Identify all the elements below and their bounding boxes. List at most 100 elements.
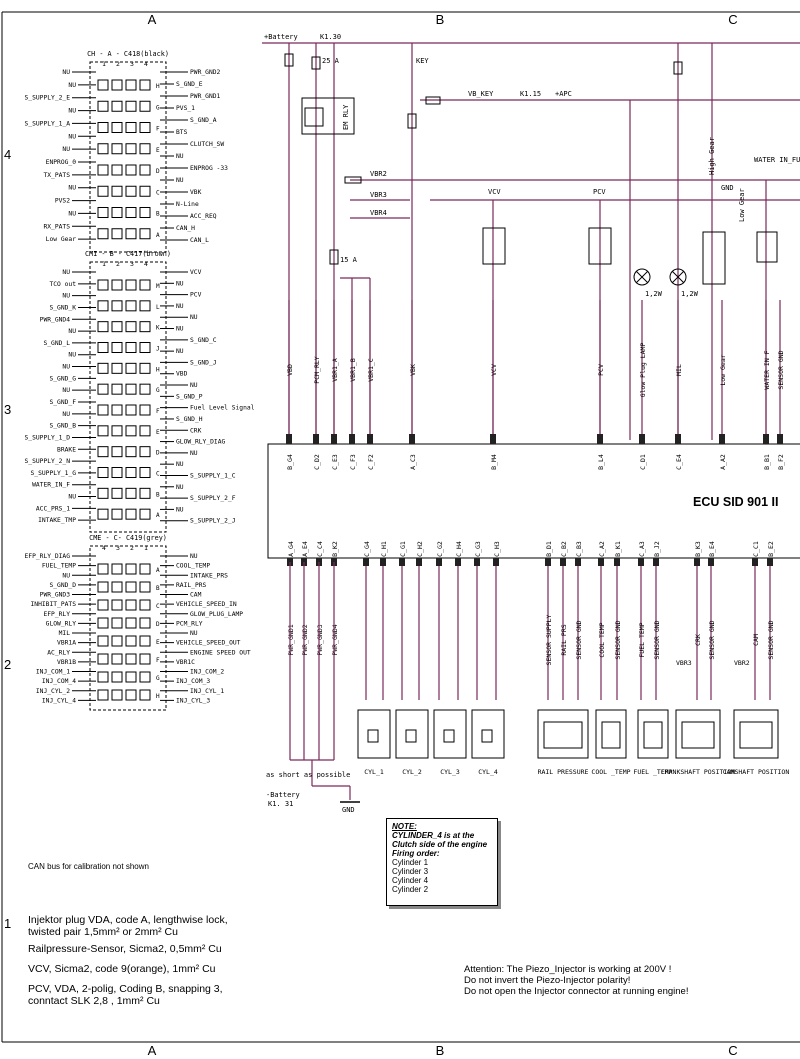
cha-cavity-3-2: [125, 143, 137, 155]
chb-left-6: S_GND_L: [43, 340, 70, 347]
chb-right-5: NU: [176, 326, 184, 333]
chc-right-13: INJ_COM_3: [176, 678, 210, 685]
ecu-bottom-pin-17: [638, 558, 644, 566]
chc-cavity-0-3: [139, 563, 151, 575]
chb-letter-3: J: [156, 346, 160, 353]
chc-cavity-1-3: [139, 581, 151, 593]
cha-right-6: CLUTCH_SW: [190, 141, 224, 148]
high-gear-label: High Gear: [708, 137, 716, 175]
chb-cavity-6-2: [125, 404, 137, 416]
chc-housing: [89, 545, 167, 711]
injector-4: [471, 709, 505, 759]
cha-header-3: 4: [144, 60, 148, 68]
sensor-wire-label-1: RAIL PRS: [560, 624, 568, 655]
chb-right-12: Fuel Level Signal: [190, 405, 255, 412]
chb-cavity-2-1: [111, 321, 123, 333]
chb-right-10: NU: [190, 382, 198, 389]
note-order-3: Cylinder 4: [392, 876, 429, 885]
chb-cavity-3-0: [97, 342, 109, 353]
ecu-bottom-pin-label-21: C_C1: [752, 541, 760, 557]
cha-left-0: NU: [62, 69, 70, 76]
chc-cavity-5-3: [139, 653, 151, 665]
cha-cavity-0-1: [111, 79, 123, 91]
chb-cavity-11-3: [139, 508, 151, 520]
chb-cavity-6-1: [111, 404, 123, 416]
chb-left-0: NU: [62, 269, 70, 276]
chb-cavity-5-0: [97, 383, 109, 395]
cha-header-1: 2: [116, 60, 120, 68]
cha-right-13: CAN_H: [176, 225, 195, 232]
chc-header-3: 1: [144, 544, 148, 552]
chc-right-5: VEHICLE_SPEED_IN: [176, 601, 237, 608]
chc-letter-6: G: [156, 675, 160, 682]
coolant-temp-sensor: [595, 709, 627, 759]
vbr4-label: VBR4: [370, 209, 387, 217]
gnd-ground-label: GND: [342, 806, 355, 814]
cha-title: CH - A - C418(black): [87, 50, 169, 58]
ecu-bottom-pin-label-19: B_K3: [694, 541, 702, 557]
ecu-bottom-pin-14: [575, 558, 581, 566]
chb-cavity-4-3: [139, 362, 151, 374]
cha-cavity-3-1: [111, 143, 123, 155]
chb-left-3: S_GND_K: [49, 304, 76, 311]
rail-pressure-sensor-label: RAIL PRESSURE: [538, 768, 589, 776]
water-in-fuel-label: WATER IN_FUEL: [754, 156, 800, 164]
cha-cavity-0-2: [125, 79, 137, 91]
cha-left-8: TX_PATS: [43, 172, 70, 179]
ecu-top-pin-3: [349, 434, 355, 444]
cha-right-9: NU: [176, 177, 184, 184]
cha-cavity-5-1: [111, 185, 123, 197]
chb-cavity-7-1: [111, 425, 123, 437]
chb-cavity-4-0: [97, 362, 109, 374]
chc-letter-4: E: [156, 639, 160, 646]
ground-wiring: [289, 562, 351, 800]
cha-cavity-6-0: [97, 207, 109, 218]
ecu-bottom-pin-12: [545, 558, 551, 566]
injector-2: [395, 709, 429, 759]
grid-col-c-top: C: [728, 12, 737, 27]
cha-left-3: NU: [68, 108, 76, 115]
coolant-temp-sensor-element: [601, 721, 621, 749]
chc-header-2: 2: [130, 544, 134, 552]
ecu-top-pin-label-10: A_A2: [719, 454, 727, 470]
cha-cavity-2-1: [111, 122, 123, 133]
ecu-bottom-pin-6: [399, 558, 405, 566]
chb-left-4: PWR_GND4: [40, 316, 71, 323]
cha-right-1: S_GND_E: [176, 81, 203, 88]
injector-1: [357, 709, 391, 759]
ecu-bottom-pin-8: [436, 558, 442, 566]
grid-col-a-top: A: [148, 12, 157, 27]
ecu-top-pin-10: [719, 434, 725, 444]
chb-header-3: 4: [144, 260, 148, 268]
grid-col-b-top: B: [436, 12, 445, 27]
cha-right-3: PVS_1: [176, 105, 195, 112]
ecu-bottom-pin-label-12: B_D1: [545, 541, 553, 557]
ecu-top-pin-label-4: C_F2: [367, 454, 375, 470]
cha-right-5: BTS: [176, 129, 188, 136]
ecu-top-wire-label-12: SENSOR GND: [777, 350, 785, 389]
chb-left-10: NU: [62, 387, 70, 394]
chc-letter-0: A: [156, 567, 160, 574]
cha-right-14: CAN_L: [190, 237, 209, 244]
chc-left-13: INJ_COM_4: [42, 678, 76, 685]
ecu-top-wire-label-3: VBR1_B: [349, 358, 357, 382]
attention-line-2: Do not invert the Piezo-Injector polarit…: [464, 975, 631, 986]
chb-left-2: NU: [62, 293, 70, 300]
rail-pressure-sensor: [537, 709, 589, 759]
chc-cavity-6-3: [139, 671, 151, 683]
chc-cavity-5-0: [97, 653, 109, 665]
chb-cavity-8-3: [139, 446, 151, 458]
ecu-title: ECU SID 901 II: [693, 495, 778, 509]
key-label: KEY: [416, 57, 429, 65]
attention-note: Attention: The Piezo_Injector is working…: [464, 964, 688, 997]
ecu-top-pins: VBDB_G4PCM_RLYC_D2VBR1_AC_E3VBR1_BC_F3VB…: [286, 300, 785, 470]
chc-cavity-4-0: [97, 635, 109, 647]
chb-right-6: S_GND_C: [190, 337, 217, 344]
ecu-top-pin-6: [490, 434, 496, 444]
chb-letter-8: D: [156, 450, 160, 457]
chb-cavity-10-3: [139, 487, 151, 499]
chc-cavity-3-2: [125, 617, 137, 629]
chb-right-19: NU: [176, 484, 184, 491]
ecu-bottom-pin-13: [560, 558, 566, 566]
